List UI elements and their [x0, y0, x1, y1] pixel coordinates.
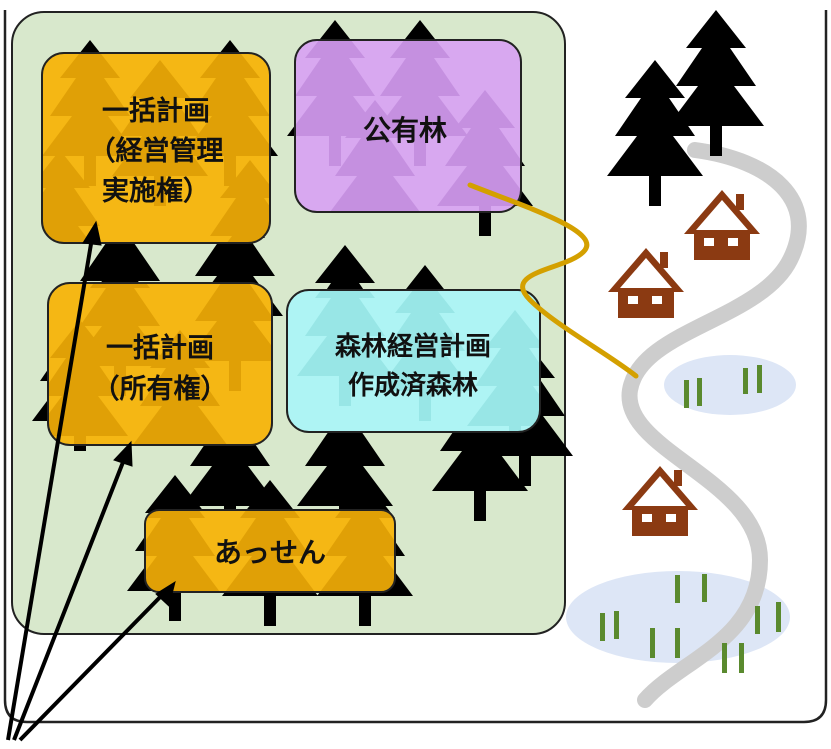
field-lower: [566, 571, 790, 663]
house-icon: [622, 466, 698, 536]
box-shinrin-keiei-keikaku-label-2: 作成済森林: [348, 370, 478, 401]
crop: [722, 643, 727, 673]
field-upper: [664, 355, 796, 415]
crop: [684, 380, 689, 408]
road: [621, 142, 807, 708]
house-icon: [608, 248, 684, 318]
crop: [675, 628, 680, 658]
box-ikkatsu-keiei-kanri-label-2: （経営管理: [89, 135, 224, 167]
crop: [697, 378, 702, 406]
box-ikkatsu-shoyuuken: 一括計画 （所有権）: [47, 282, 273, 446]
arrow-to-box-assen: [18, 588, 169, 742]
arrowhead: [155, 580, 176, 607]
arrow-to-box-ikkatsu-shoyuu: [12, 451, 129, 741]
crops-upper: [684, 365, 762, 408]
crop: [675, 575, 680, 603]
arrow-to-box-ikkatsu-keiei: [6, 231, 95, 741]
box-assen-label: あっせん: [214, 536, 326, 569]
crop: [776, 602, 781, 632]
box-assen: あっせん: [144, 509, 396, 593]
box-ikkatsu-keiei-kanri-label-3: 実施権）: [102, 175, 210, 207]
forest-path: [467, 182, 639, 379]
crops-lower: [600, 574, 781, 673]
house-icon: [684, 190, 760, 260]
box-ikkatsu-shoyuuken-label-2: （所有権）: [93, 373, 228, 405]
crop: [650, 628, 655, 658]
arrowhead: [82, 220, 102, 246]
crop: [600, 613, 605, 641]
outer-frame: [3, 10, 828, 724]
crop: [743, 368, 748, 394]
box-ikkatsu-keiei-kanri-label-1: 一括計画: [102, 95, 210, 127]
crop: [739, 643, 744, 673]
arrowhead: [113, 440, 133, 467]
crop: [702, 574, 707, 602]
box-kouyuurin: 公有林: [294, 39, 522, 213]
box-kouyuurin-label: 公有林: [363, 114, 447, 147]
box-shinrin-keiei-keikaku: 森林経営計画 作成済森林: [286, 289, 541, 433]
box-ikkatsu-keiei-kanri: 一括計画 （経営管理 実施権）: [41, 52, 271, 244]
crop: [614, 611, 619, 639]
box-ikkatsu-shoyuuken-label-1: 一括計画: [106, 332, 214, 364]
crop: [757, 365, 762, 393]
box-shinrin-keiei-keikaku-label-1: 森林経営計画: [335, 331, 491, 362]
arrows: [6, 220, 176, 742]
village-trees: [607, 10, 764, 206]
crop: [755, 606, 760, 634]
